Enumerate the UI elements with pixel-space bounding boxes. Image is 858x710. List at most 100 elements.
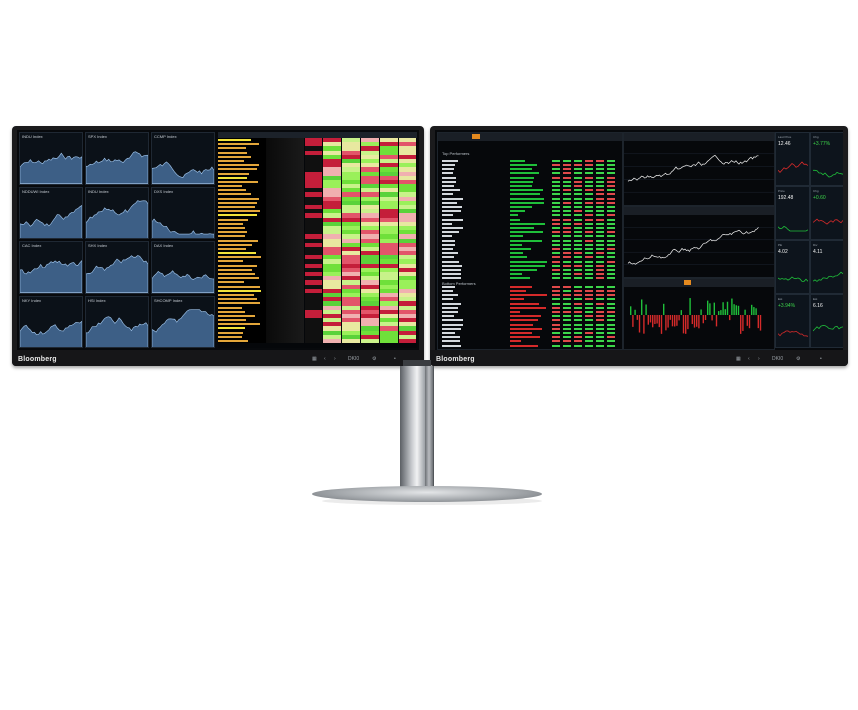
table-row[interactable] (218, 213, 417, 218)
table-row[interactable] (218, 309, 417, 314)
table-row[interactable] (218, 225, 417, 231)
table-row[interactable] (218, 234, 417, 239)
list-item[interactable] (440, 210, 620, 213)
table-row[interactable] (218, 138, 417, 143)
list-item[interactable] (440, 231, 620, 234)
list-item[interactable] (440, 336, 620, 339)
list-item[interactable] (440, 298, 620, 301)
index-chart-cell[interactable]: DAX Index (151, 241, 215, 294)
list-item[interactable] (440, 243, 620, 246)
table-row[interactable] (218, 184, 417, 189)
power-icon[interactable]: • (820, 356, 822, 362)
table-row[interactable] (218, 200, 417, 205)
index-chart-cell[interactable]: NDDUWI Index (19, 186, 83, 239)
list-item[interactable] (440, 340, 620, 343)
table-row[interactable] (218, 196, 417, 201)
list-item[interactable] (440, 189, 620, 192)
index-chart-cell[interactable]: HSI Index (85, 295, 149, 348)
table-row[interactable] (218, 217, 417, 222)
list-item[interactable] (440, 323, 620, 326)
quote-tile[interactable]: Chg+0.60 (810, 186, 843, 240)
chevron-left-icon[interactable]: ‹ (324, 356, 326, 362)
table-row[interactable] (218, 205, 417, 210)
grid-icon[interactable]: ▦ (736, 356, 741, 362)
table-row[interactable] (218, 230, 417, 235)
table-row[interactable] (218, 276, 417, 281)
list-item[interactable] (440, 239, 620, 242)
list-item[interactable] (440, 163, 620, 166)
list-item[interactable] (440, 176, 620, 179)
table-row[interactable] (218, 272, 417, 277)
table-row[interactable] (218, 318, 417, 323)
list-item[interactable] (440, 197, 620, 200)
table-row[interactable] (218, 150, 417, 155)
table-row[interactable] (218, 154, 417, 159)
list-item[interactable] (440, 260, 620, 263)
list-item[interactable] (440, 226, 620, 229)
list-item[interactable] (440, 193, 620, 196)
table-row[interactable] (218, 163, 417, 168)
list-item[interactable] (440, 218, 620, 221)
settings-icon[interactable]: ⚙ (796, 356, 801, 362)
index-chart-cell[interactable]: SHX Index (85, 241, 149, 294)
list-item[interactable] (440, 273, 620, 276)
chevron-right-icon[interactable]: › (758, 356, 760, 362)
table-row[interactable] (218, 242, 417, 247)
list-item[interactable] (440, 264, 620, 267)
table-row[interactable] (218, 158, 417, 164)
quote-tile[interactable]: Chg+3.77% (810, 132, 843, 186)
list-item[interactable] (440, 159, 620, 162)
table-row[interactable] (218, 146, 417, 151)
list-item[interactable] (440, 214, 620, 217)
grid-icon[interactable]: ▦ (312, 356, 317, 362)
chevron-left-icon[interactable]: ‹ (748, 356, 750, 362)
settings-icon[interactable]: ⚙ (372, 356, 377, 362)
table-row[interactable] (218, 175, 417, 180)
table-row[interactable] (218, 305, 417, 310)
table-row[interactable] (218, 326, 417, 331)
index-chart-cell[interactable]: SHCOMP Index (151, 295, 215, 348)
list-item[interactable] (440, 306, 620, 309)
list-item[interactable] (440, 310, 620, 313)
table-row[interactable] (218, 238, 417, 243)
tab-bar-active[interactable] (684, 280, 692, 285)
table-row[interactable] (218, 292, 417, 298)
list-item[interactable] (440, 252, 620, 255)
table-row[interactable] (218, 209, 417, 214)
table-row[interactable] (218, 192, 417, 197)
list-item[interactable] (440, 327, 620, 330)
list-item[interactable] (440, 256, 620, 259)
index-chart-cell[interactable]: CCMP Index (151, 132, 215, 185)
table-row[interactable] (218, 297, 417, 302)
table-row[interactable] (218, 313, 417, 319)
list-item[interactable] (440, 201, 620, 204)
index-chart-cell[interactable]: DXS Index (151, 186, 215, 239)
table-row[interactable] (218, 339, 417, 344)
table-row[interactable] (218, 263, 417, 268)
list-item[interactable] (440, 180, 620, 183)
index-chart-cell[interactable]: INDU Index (85, 186, 149, 239)
list-item[interactable] (440, 315, 620, 318)
list-item[interactable] (440, 344, 620, 347)
table-row[interactable] (218, 167, 417, 172)
list-item[interactable] (440, 247, 620, 250)
table-row[interactable] (218, 171, 417, 176)
table-row[interactable] (218, 288, 417, 293)
index-chart-cell[interactable]: NKY Index (19, 295, 83, 348)
list-item[interactable] (440, 319, 620, 322)
table-row[interactable] (218, 259, 417, 264)
list-item[interactable] (440, 235, 620, 238)
table-row[interactable] (218, 251, 417, 256)
list-item[interactable] (440, 184, 620, 187)
list-item[interactable] (440, 302, 620, 305)
table-row[interactable] (218, 179, 417, 185)
table-row[interactable] (218, 301, 417, 306)
list-item[interactable] (440, 168, 620, 171)
table-row[interactable] (218, 280, 417, 285)
list-item[interactable] (440, 222, 620, 225)
index-chart-cell[interactable]: CAC Index (19, 241, 83, 294)
